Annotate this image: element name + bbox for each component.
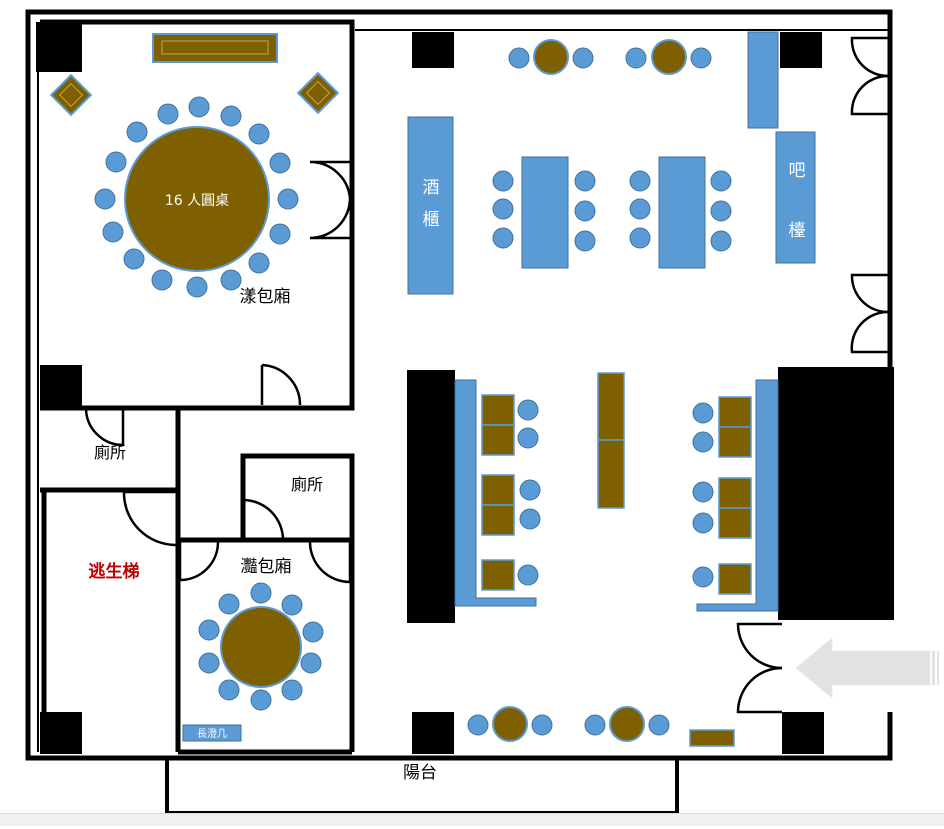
right-booth [692,379,779,612]
small-vip-room: 灩包廂 長澄几 [182,557,324,742]
small-room-chairs [198,582,324,711]
interior-walls [40,19,355,755]
top-round-tables [508,39,712,75]
doors [84,36,889,714]
left-booth [454,379,541,607]
bar-upper [747,31,779,129]
bar-label-1: 吧 [789,161,806,181]
bar-counter [775,131,816,264]
wine-cabinet-label-1: 酒 [423,178,440,198]
entrance-arrow-icon [795,636,939,700]
wine-cabinet-label-2: 櫃 [423,210,440,230]
escape-stairs-label: 逃生梯 [89,561,140,582]
long-bench [182,724,242,742]
big-table-label: 16 人圓桌 [165,193,229,209]
long-tables [492,156,732,269]
bottom-scrollbar-track [0,813,944,826]
center-long-table [597,372,625,509]
balcony-label: 陽台 [403,763,437,783]
sideboard [152,33,278,63]
restroom-2-label: 廁所 [291,475,323,494]
main-hall: 酒 櫃 吧 檯 [407,31,816,747]
small-room-label: 灩包廂 [241,557,292,577]
big-room-chairs [94,96,299,298]
restroom-1-label: 廁所 [94,443,126,462]
round-table-16 [124,126,270,272]
long-bench-label: 長澄几 [197,727,227,740]
bottom-round-tables [467,706,735,747]
corner-cabinet-left [49,73,93,117]
round-table-10 [220,606,302,688]
corner-cabinet-right [296,71,340,115]
big-vip-room: 16 人圓桌 漾包廂 [49,33,340,307]
big-room-label: 漾包廂 [240,287,291,307]
bar-label-2: 檯 [789,221,806,241]
wine-cabinet [407,116,454,295]
columns [36,22,894,754]
